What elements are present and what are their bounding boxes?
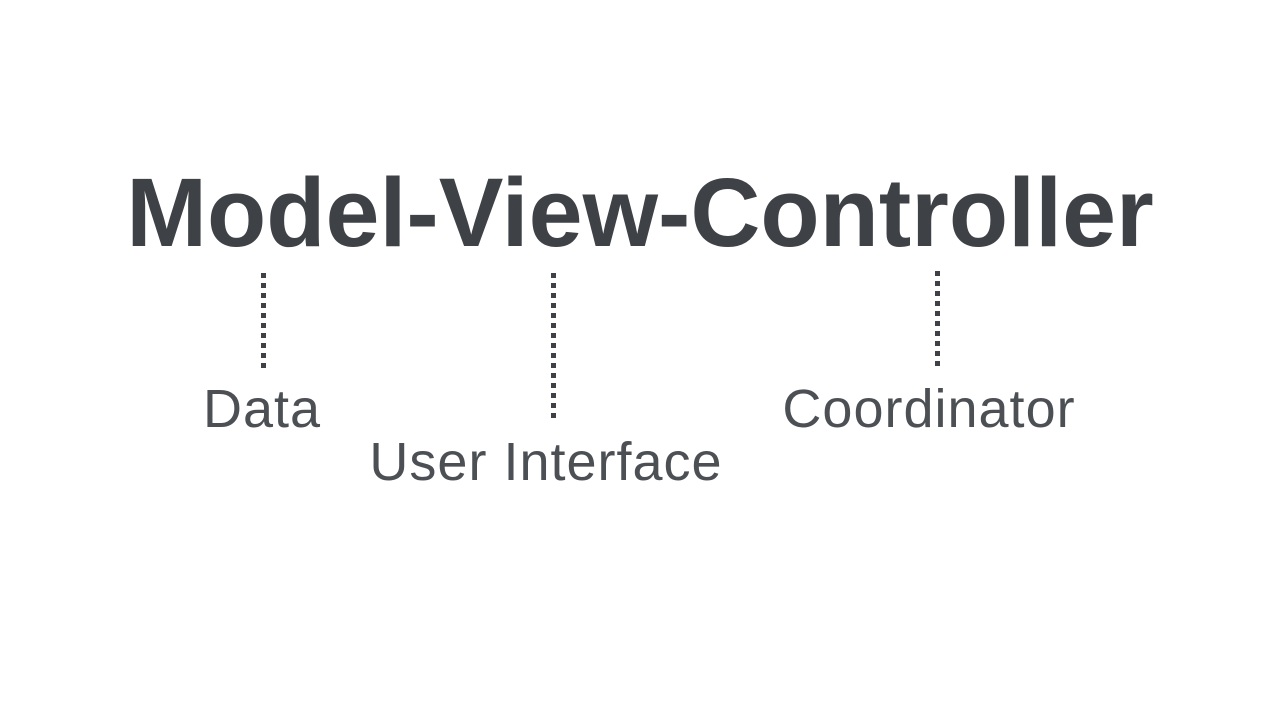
dotted-connector-view	[551, 273, 556, 421]
dotted-connector-model	[261, 273, 266, 371]
dotted-connector-controller	[935, 271, 940, 370]
node-label-model: Data	[202, 379, 322, 439]
diagram-title: Model-View-Controller	[126, 158, 1154, 267]
node-label-controller: Coordinator	[782, 379, 1076, 439]
node-label-view: User Interface	[369, 432, 723, 492]
